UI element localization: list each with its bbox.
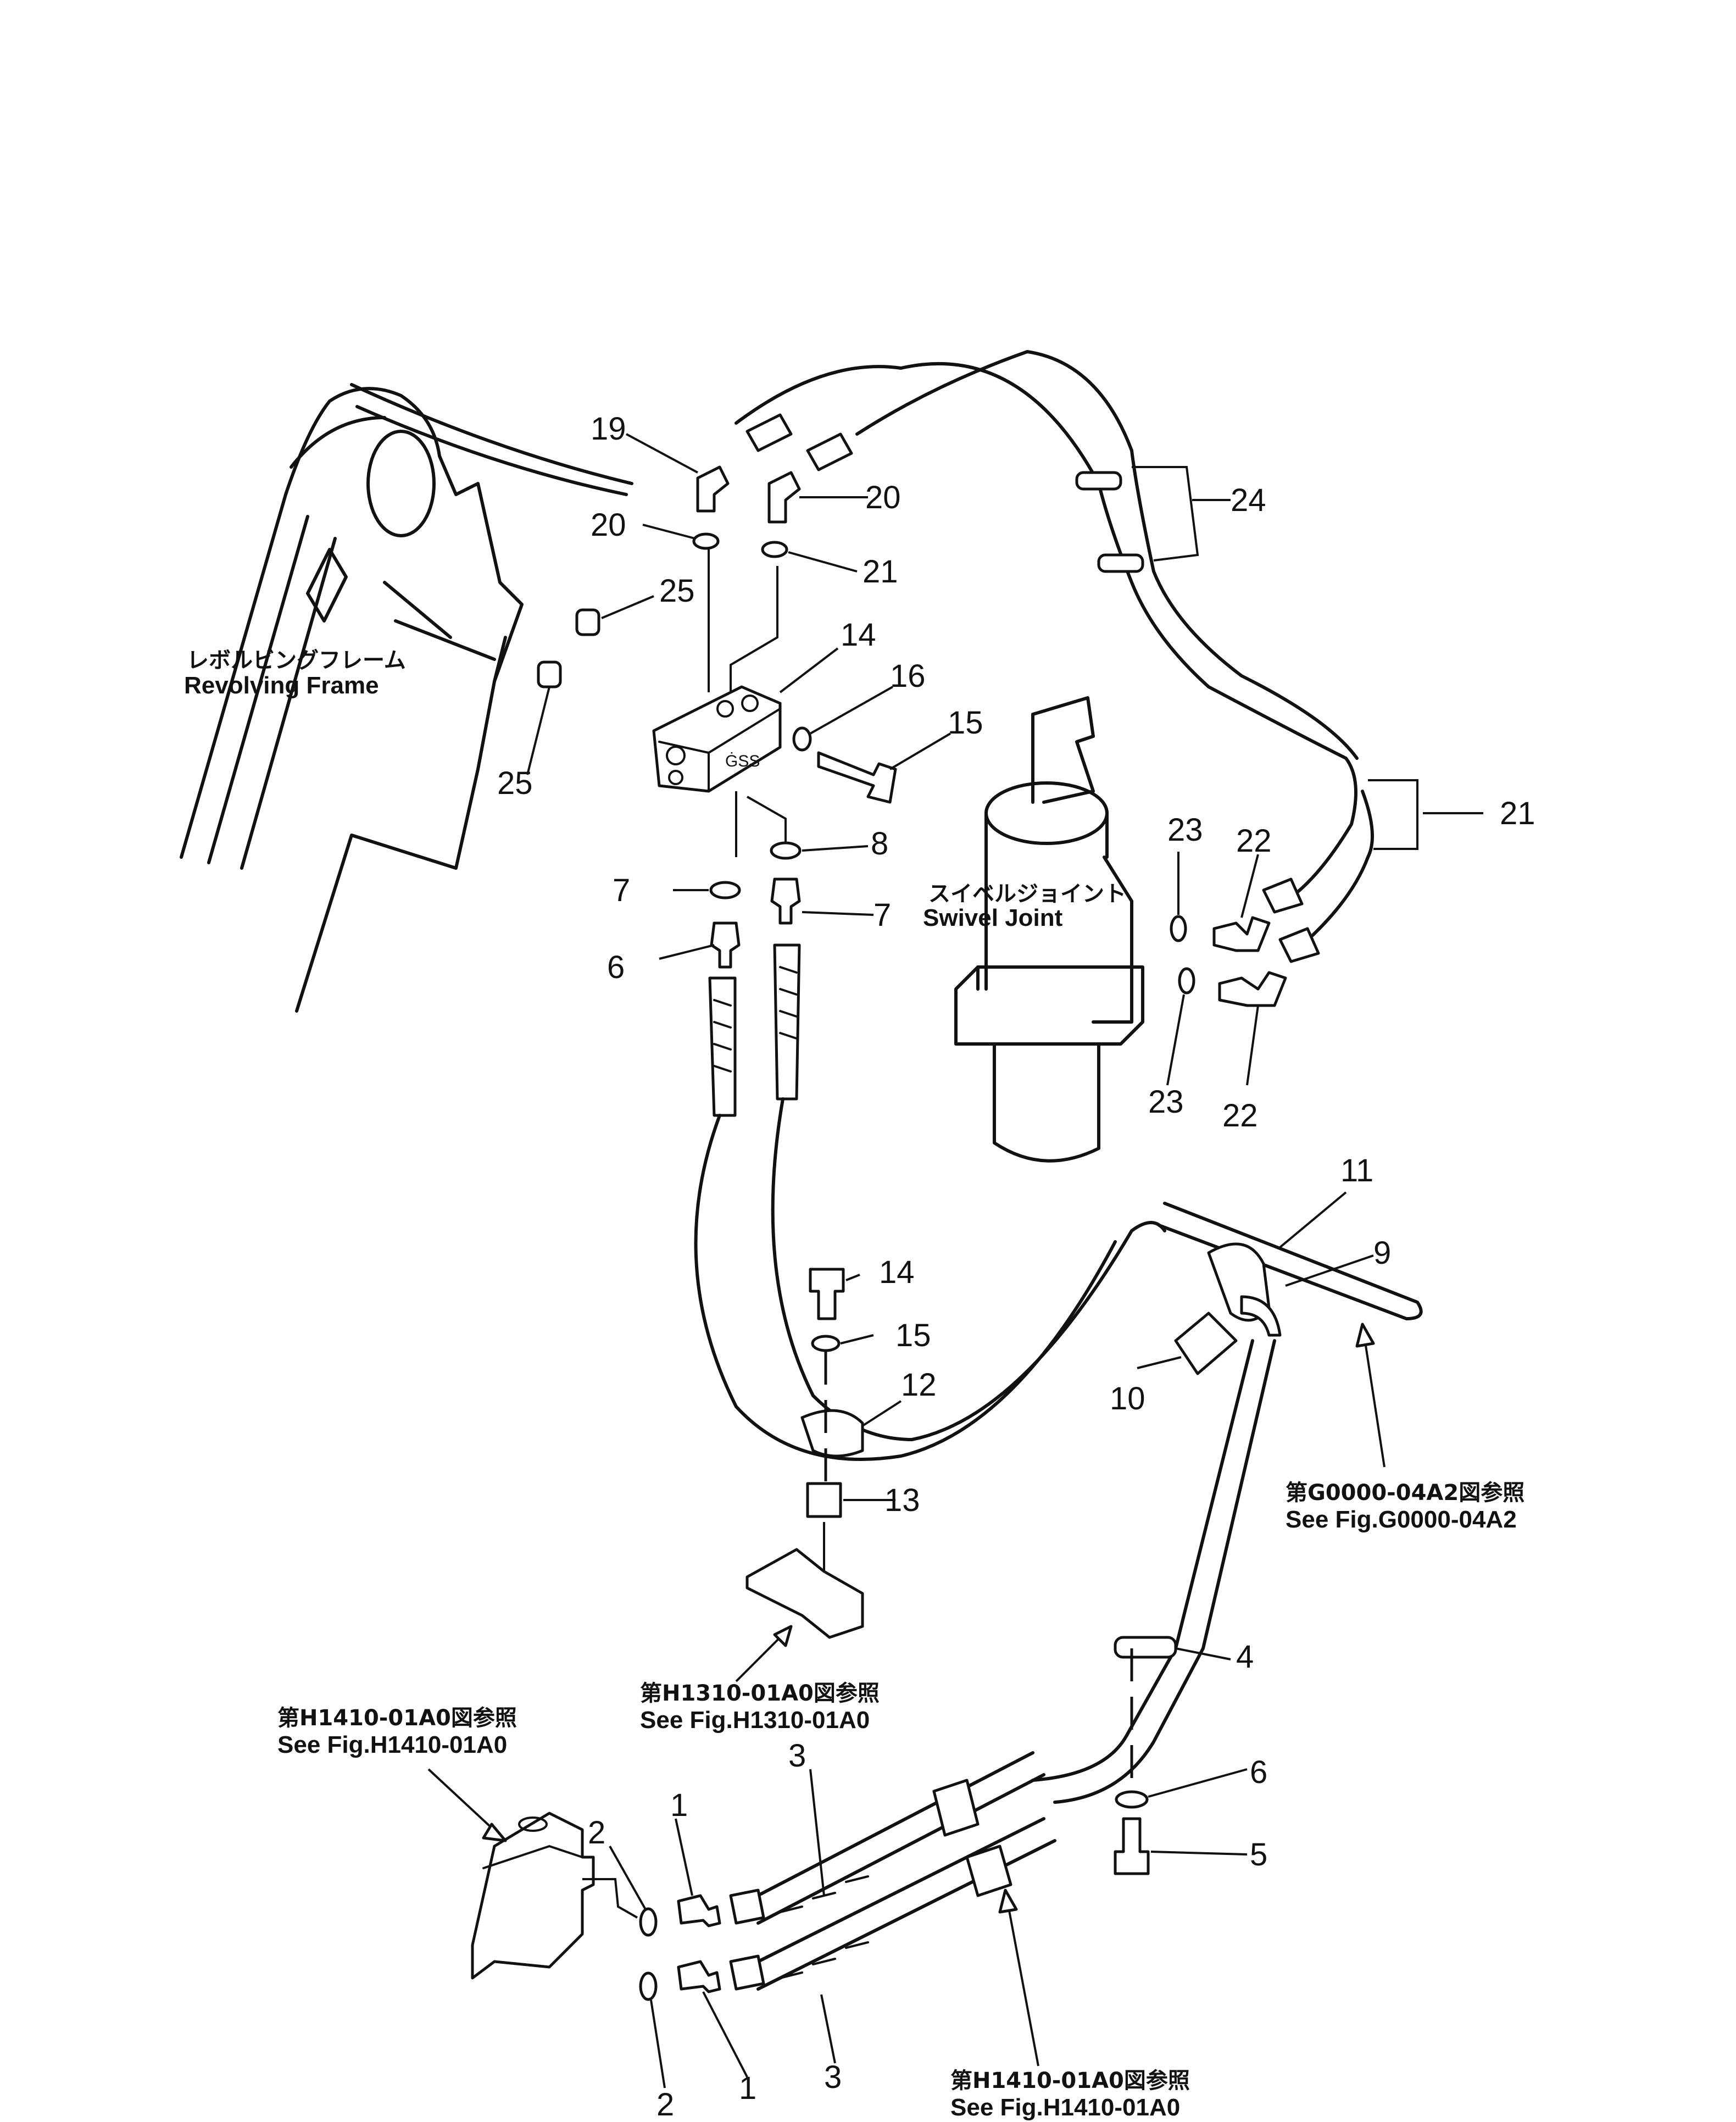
o-ring-8-right <box>770 841 802 860</box>
elbow-9 <box>1240 1295 1282 1337</box>
callout-1: 1 <box>739 2070 756 2106</box>
callout-2: 2 <box>656 2087 674 2122</box>
callout-7: 6 <box>607 949 625 985</box>
callout-15: 15 <box>895 1318 931 1353</box>
ref-g0000-jp: 第G0000-04A2図参照 <box>1286 1480 1524 1506</box>
swivel-joint-label-en: Swivel Joint <box>923 904 1063 931</box>
washer-6 <box>1115 1790 1149 1809</box>
elbow-fitting-19-left <box>696 465 730 513</box>
o-ring-8-left <box>709 881 741 899</box>
callout-19: 20 <box>865 480 901 515</box>
control-valve-h1410 <box>471 1812 595 1980</box>
ref-h1410-bottom-jp: 第H1410-01A0図参照 <box>950 2068 1190 2093</box>
hose-right-vertical <box>773 943 801 1101</box>
callout-25: 25 <box>497 765 533 801</box>
hose-clamp-3-lower <box>965 1845 1012 1897</box>
callout-12: 12 <box>901 1367 937 1403</box>
ref-g0000-en: See Fig.G0000-04A2 <box>1286 1506 1517 1533</box>
hose-end-3-upper <box>729 1888 765 1925</box>
ref-h1410-left-jp: 第H1410-01A0図参照 <box>277 1706 517 1731</box>
svg-text:ĠSS: ĠSS <box>725 752 760 770</box>
ref-h1410-left-en: See Fig.H1410-01A0 <box>277 1731 507 1758</box>
callout-22: 22 <box>1236 823 1272 859</box>
hose-clamp-3-upper <box>932 1779 980 1837</box>
clamp-4 <box>1114 1636 1177 1659</box>
washer-18 <box>792 726 812 752</box>
plug-25-a <box>575 608 600 636</box>
callout-22: 22 <box>1222 1098 1258 1134</box>
part-number-callouts: 19 20 20 21 25 25 14 16 15 8 7 7 6 23 22… <box>497 411 1391 2122</box>
callout-6-final: 6 <box>1250 1754 1267 1790</box>
callout-20: 21 <box>863 554 898 590</box>
callout-7: 7 <box>873 897 891 933</box>
callout-11: 11 <box>1340 1153 1373 1188</box>
revolving-frame-drawing <box>180 383 633 1013</box>
spacer-13 <box>806 1482 842 1518</box>
elbow-22-lower <box>1218 971 1287 1007</box>
ref-h1310-jp: 第H1310-01A0図参照 <box>640 1681 880 1706</box>
o-ring-2-lower <box>639 1971 658 2001</box>
callout-8: 7 <box>613 873 630 908</box>
callout-23: 23 <box>1167 812 1203 848</box>
ref-h1310-en: See Fig.H1310-01A0 <box>640 1707 870 1734</box>
connector-7-left <box>710 921 741 969</box>
o-ring-20-right <box>761 541 788 558</box>
revolving-frame-label-en: Revolving Frame <box>184 672 379 699</box>
callout-1: 1 <box>670 1787 688 1823</box>
elbow-fitting-19-right <box>767 471 801 524</box>
callout-18: 16 <box>890 658 926 694</box>
o-ring-2-upper <box>639 1907 658 1937</box>
callout-20: 20 <box>591 507 626 543</box>
callout-5: 5 <box>1250 1837 1267 1873</box>
callout-25: 25 <box>659 573 695 609</box>
callout-16: 14 <box>841 617 876 653</box>
callout-3: 3 <box>824 2059 842 2095</box>
bracket-h1310 <box>745 1548 864 1639</box>
connector-1-lower <box>677 1960 721 1993</box>
hose-end-3-lower <box>729 1954 765 1991</box>
clamp-12 <box>800 1409 864 1458</box>
bolt-14 <box>809 1268 845 1320</box>
callout-4: 4 <box>1236 1639 1254 1675</box>
callout-24: 24 <box>1231 482 1266 518</box>
bolt-5 <box>1114 1817 1150 1875</box>
hose-clamp-24-lower <box>1097 553 1144 573</box>
swivel-joint-drawing <box>954 696 1144 1163</box>
hose-clamp-24-upper <box>1075 471 1122 491</box>
callout-23: 23 <box>1148 1084 1184 1120</box>
connector-1-upper <box>677 1894 721 1927</box>
o-ring-23-lower <box>1178 967 1195 995</box>
elbow-22-upper <box>1212 916 1271 952</box>
callout-2: 2 <box>588 1815 605 1851</box>
connector-7-right <box>770 877 801 925</box>
o-ring-20-left <box>692 532 720 550</box>
callout-10: 10 <box>1110 1381 1145 1416</box>
callout-8: 8 <box>871 826 888 862</box>
leader-lines <box>526 433 1483 2088</box>
callout-13: 13 <box>884 1482 920 1518</box>
valve-block: ĠSS <box>652 685 782 793</box>
callout-19: 19 <box>591 411 626 447</box>
bracket-10 <box>1174 1312 1238 1375</box>
bolt-17 <box>817 751 897 804</box>
washer-15 <box>811 1335 841 1352</box>
revolving-frame-label-jp: レボルビングフレーム <box>187 648 406 673</box>
o-ring-23-upper <box>1170 915 1187 942</box>
plug-25-b <box>537 660 562 688</box>
callout-3: 3 <box>788 1738 806 1774</box>
ref-h1410-bottom-en: See Fig.H1410-01A0 <box>950 2094 1180 2121</box>
callout-14-final: 14 <box>879 1254 915 1290</box>
swivel-joint-label-jp: スイベルジョイント <box>928 881 1126 907</box>
callout-21-final: 21 <box>1500 796 1535 831</box>
callout-9: 9 <box>1373 1235 1391 1271</box>
callout-17: 15 <box>948 705 983 741</box>
